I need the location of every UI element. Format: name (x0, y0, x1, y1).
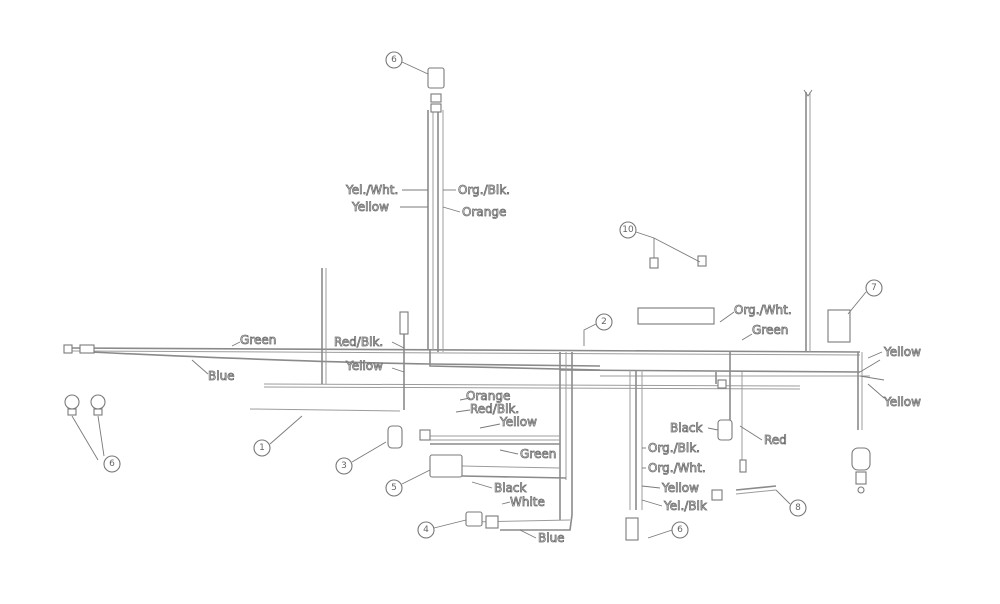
svg-text:4: 4 (423, 525, 429, 535)
black-connector (717, 419, 733, 441)
label-yellow-right-top: Yellow (883, 345, 921, 359)
small-connector-a (419, 429, 431, 441)
svg-text:10: 10 (622, 225, 634, 235)
callout-2: 2 (583, 313, 613, 346)
label-red-blk: Red/Blk. (334, 335, 383, 349)
svg-text:6: 6 (109, 459, 115, 469)
label-green-mid: Green (520, 447, 556, 461)
label-red-blk-mid: Red/Blk. (470, 402, 519, 416)
red-connector (739, 459, 747, 473)
svg-text:5: 5 (391, 483, 397, 493)
callout-6-left: 6 (71, 415, 121, 473)
label-yel-blk: Yel./Blk (663, 499, 707, 513)
headlight-bulbs (64, 394, 106, 416)
diode-block (711, 489, 723, 501)
callout-10: 10 (619, 221, 701, 263)
top-vertical-harness (427, 67, 445, 352)
seat-switch (465, 511, 483, 527)
callout-8: 8 (775, 489, 807, 517)
callout-5: 5 (385, 469, 431, 497)
label-red-right: Red (764, 433, 787, 447)
label-blue: Blue (208, 369, 235, 383)
wire-labels: Yel./Wht. Yellow Org./Blk. Orange Green … (191, 183, 922, 545)
svg-text:1: 1 (259, 443, 265, 453)
callout-4: 4 (417, 519, 467, 539)
label-org-wht-lower: Org./Wht. (648, 461, 706, 475)
callout-1: 1 (253, 415, 303, 457)
callout-3: 3 (335, 441, 387, 475)
svg-text:2: 2 (601, 317, 607, 327)
svg-text:6: 6 (677, 525, 683, 535)
main-harness (71, 347, 870, 412)
callout-6-bottom: 6 (647, 521, 689, 539)
fuse (625, 517, 639, 541)
label-orange-mid: Orange (466, 389, 510, 403)
label-org-blk-top: Org./Blk. (458, 183, 510, 197)
right-branch (851, 352, 885, 494)
lower-harness (430, 435, 573, 531)
svg-text:7: 7 (871, 283, 877, 293)
label-yellow-top: Yellow (351, 200, 389, 214)
relay-box (429, 454, 463, 478)
label-org-wht-right: Org./Wht. (734, 303, 792, 317)
left-vertical-lead (321, 268, 409, 410)
components (387, 307, 851, 541)
label-green-right: Green (752, 323, 788, 337)
label-yellow-right-bottom: Yellow (883, 395, 921, 409)
label-black-right: Black (670, 421, 703, 435)
label-yellow-mid2: Yellow (499, 415, 537, 429)
label-green-left: Green (240, 333, 276, 347)
starter-solenoid (387, 425, 403, 449)
sensor (735, 485, 777, 495)
label-blue-bottom: Blue (538, 531, 565, 545)
label-yel-wht: Yel./Wht. (345, 183, 398, 197)
svg-text:8: 8 (795, 503, 801, 513)
callout-6-top: 6 (385, 51, 429, 75)
label-white: White (510, 495, 545, 509)
label-orange-top: Orange (462, 205, 506, 219)
svg-text:3: 3 (341, 461, 347, 471)
label-yellow-lower: Yellow (661, 481, 699, 495)
label-yellow-mid: Yellow (345, 359, 383, 373)
label-org-blk-right: Org./Blk. (648, 441, 700, 455)
right-vertical-lead (803, 89, 813, 352)
plug-b (485, 515, 499, 529)
key-switch (827, 309, 851, 343)
svg-text:6: 6 (391, 55, 397, 65)
label-black-mid: Black (494, 481, 527, 495)
left-plug (63, 344, 95, 354)
middle-drops (559, 352, 743, 520)
ground-ring (717, 379, 727, 389)
ignition-module (637, 307, 715, 325)
callout-7: 7 (847, 279, 883, 315)
dash-lamps (649, 238, 707, 269)
